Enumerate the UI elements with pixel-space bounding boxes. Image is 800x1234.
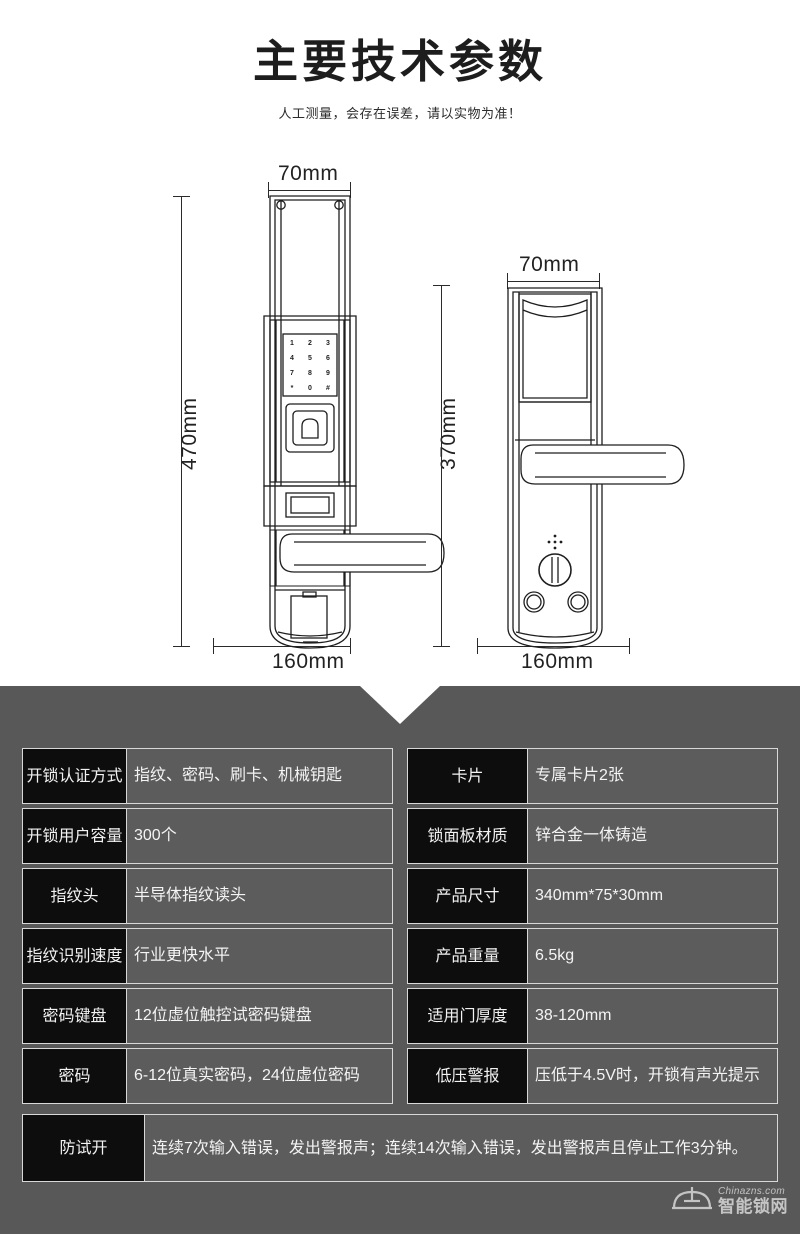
keypad-key: 3 [326,340,330,347]
spec-row: 密码键盘 12位虚位触控试密码键盘 [22,988,393,1044]
spec-key: 卡片 [408,749,528,803]
spec-key: 密码 [23,1049,127,1103]
front-depth-label: 160mm [272,650,345,673]
spec-value: 行业更快水平 [134,947,231,964]
watermark-text: Chinazns.com 智能锁网 [718,1186,788,1216]
spec-column-right: 卡片 专属卡片2张 锁面板材质 锌合金一体铸造 产品尺寸 340mm*75*30… [407,748,778,1104]
back-lock-drawing [507,287,685,649]
spec-row: 适用门厚度 38-120mm [407,988,778,1044]
keypad-keys: 1 2 3 4 5 6 7 8 9 * 0 # [290,340,330,392]
front-height-tick-top [173,196,190,197]
spec-value: 6-12位真实密码，24位虚位密码 [134,1067,360,1084]
front-width-tick-right [350,182,351,198]
spec-key: 锁面板材质 [408,809,528,863]
page-subtitle: 人工测量，会存在误差，请以实物为准！ [278,106,522,121]
spec-row: 指纹头 半导体指纹读头 [22,868,393,924]
spec-key: 指纹头 [23,869,127,923]
keypad-key: * [291,385,294,392]
back-height-tick-top [433,285,450,286]
spec-value: 6.5kg [535,947,575,964]
spec-key: 开锁认证方式 [23,749,127,803]
spec-value: 指纹、密码、刷卡、机械钥匙 [134,767,343,784]
spec-column-left: 开锁认证方式 指纹、密码、刷卡、机械钥匙 开锁用户容量 300个 指纹头 半导体… [22,748,393,1104]
watermark-chinese: 智能锁网 [718,1197,788,1216]
back-depth-label: 160mm [521,650,594,673]
front-depth-dimline [213,646,350,647]
spec-value: 压低于4.5V时，开锁有声光提示 [535,1067,760,1084]
back-depth-tick-left [477,638,478,654]
spec-tables: 开锁认证方式 指纹、密码、刷卡、机械钥匙 开锁用户容量 300个 指纹头 半导体… [22,748,778,1182]
spec-value: 300个 [134,827,177,844]
keypad-key: 7 [290,370,294,377]
keypad-key: 1 [290,340,294,347]
spec-key: 产品重量 [408,929,528,983]
spec-value: 锌合金一体铸造 [535,827,648,844]
spec-key: 指纹识别速度 [23,929,127,983]
back-height-dimline [441,285,442,646]
spec-key: 开锁用户容量 [23,809,127,863]
keypad-key: 4 [290,355,294,362]
front-height-tick-bottom [173,646,190,647]
back-width-tick-left [507,273,508,289]
keypad-key: 9 [326,370,330,377]
back-height-tick-bottom [433,646,450,647]
spec-value: 连续7次输入错误，发出警报声；连续14次输入错误，发出警报声且停止工作3分钟。 [152,1139,748,1157]
spec-row: 产品重量 6.5kg [407,928,778,984]
back-depth-tick-right [629,638,630,654]
spec-row-full: 防试开 连续7次输入错误，发出警报声；连续14次输入错误，发出警报声且停止工作3… [22,1114,778,1182]
back-depth-dimline [477,646,629,647]
spec-row: 低压警报 压低于4.5V时，开锁有声光提示 [407,1048,778,1104]
spec-key: 适用门厚度 [408,989,528,1043]
back-width-label: 70mm [519,253,580,276]
spec-value: 340mm*75*30mm [535,887,664,904]
back-width-tick-right [599,273,600,289]
front-height-dimline [181,196,182,646]
spec-key: 防试开 [23,1115,145,1181]
spec-row: 开锁用户容量 300个 [22,808,393,864]
section-notch-chevron [360,686,440,724]
spec-row: 指纹识别速度 行业更快水平 [22,928,393,984]
keypad-key: # [326,385,330,392]
keypad-key: 5 [308,355,312,362]
spec-key: 密码键盘 [23,989,127,1043]
back-width-dimline [507,281,599,282]
watermark: Chinazns.com 智能锁网 [670,1184,788,1218]
spec-value: 专属卡片2张 [535,767,624,784]
front-width-label: 70mm [278,162,339,185]
spec-value: 半导体指纹读头 [134,887,247,904]
page-title: 主要技术参数 [252,36,547,87]
spec-value: 38-120mm [535,1007,612,1024]
front-width-dimline [268,190,350,191]
diagram-section: 主要技术参数 人工测量，会存在误差，请以实物为准！ 70mm 470mm 160… [173,36,685,673]
spec-key: 低压警报 [408,1049,528,1103]
front-width-tick-left [268,182,269,198]
spec-row: 卡片 专属卡片2张 [407,748,778,804]
spec-row: 开锁认证方式 指纹、密码、刷卡、机械钥匙 [22,748,393,804]
watermark-english: Chinazns.com [718,1186,785,1197]
spec-row: 锁面板材质 锌合金一体铸造 [407,808,778,864]
front-depth-tick-left [213,638,214,654]
front-lock-drawing: 1 2 3 4 5 6 7 8 9 * 0 # [263,195,445,649]
keypad-key: 0 [308,385,312,392]
spec-row: 密码 6-12位真实密码，24位虚位密码 [22,1048,393,1104]
keypad-key: 8 [308,370,312,377]
spec-key: 产品尺寸 [408,869,528,923]
spec-section: 开锁认证方式 指纹、密码、刷卡、机械钥匙 开锁用户容量 300个 指纹头 半导体… [0,686,800,1234]
front-depth-tick-right [350,638,351,654]
spec-row: 产品尺寸 340mm*75*30mm [407,868,778,924]
spec-value: 12位虚位触控试密码键盘 [134,1007,312,1024]
keypad-key: 6 [326,355,330,362]
watermark-logo-icon [672,1187,712,1210]
keypad-key: 2 [308,340,312,347]
